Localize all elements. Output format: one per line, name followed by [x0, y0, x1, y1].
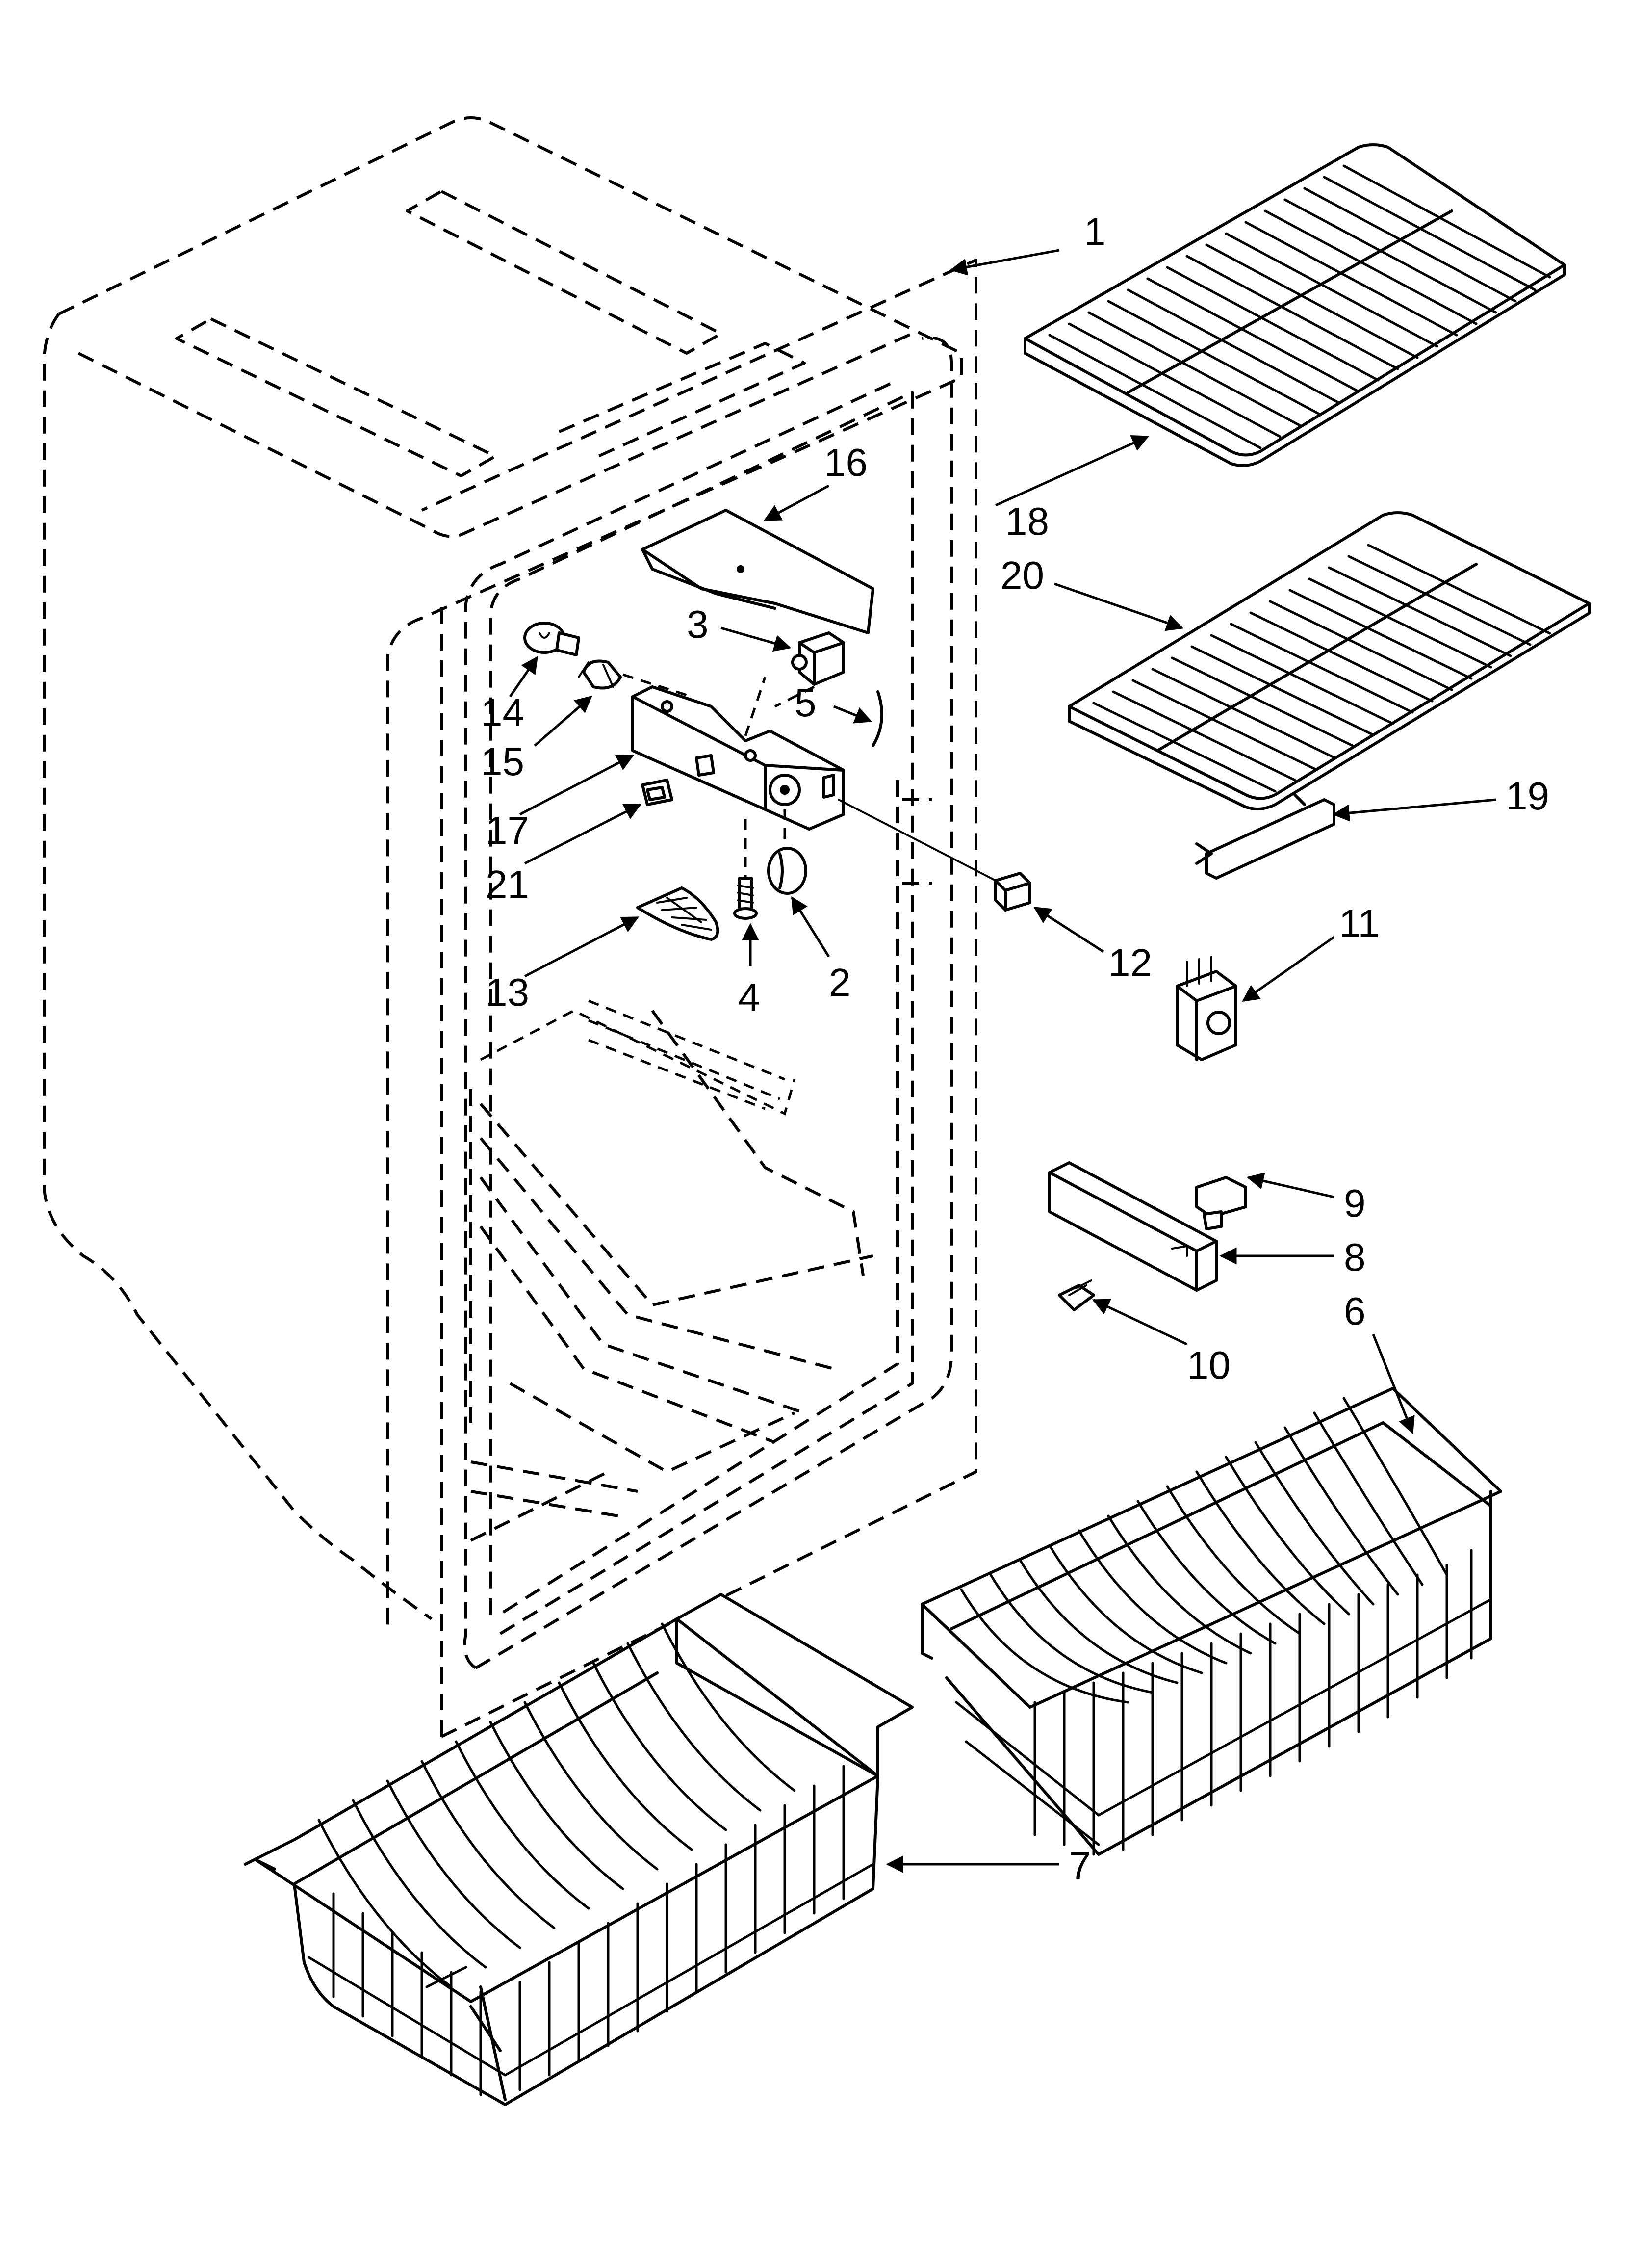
shelf-part-18 [1024, 143, 1566, 467]
switch-part-21 [641, 779, 673, 806]
callout-8: 8 [1344, 1235, 1366, 1279]
lens-cover-part-13 [636, 886, 719, 941]
clip-part-9 [1195, 1176, 1247, 1230]
basket-part-7 [244, 1593, 914, 2106]
callout-17: 17 [486, 808, 529, 852]
screw-part-4 [733, 877, 758, 920]
knob-part-2 [767, 847, 807, 895]
callout-3: 3 [687, 602, 709, 646]
control-housing-part-17 [631, 685, 845, 831]
callout-21: 21 [486, 862, 529, 906]
light-shield-part-16 [641, 509, 874, 634]
callout-11: 11 [1339, 902, 1380, 945]
bulb-part-14 [523, 622, 580, 656]
callout-7: 7 [1069, 1844, 1091, 1887]
callout-1: 1 [1084, 210, 1106, 254]
callout-13: 13 [486, 970, 529, 1014]
callout-20: 20 [1001, 553, 1044, 597]
callout-4: 4 [738, 975, 760, 1019]
cabinet-liner [43, 116, 977, 1738]
callout-12: 12 [1108, 941, 1152, 985]
callout-2: 2 [829, 961, 851, 1004]
channel-part-8 [1048, 1161, 1218, 1292]
leader-lines [509, 249, 1496, 1873]
shelf-part-20 [1068, 511, 1591, 810]
callout-9: 9 [1344, 1181, 1366, 1225]
basket-part-6 [921, 1387, 1502, 1856]
socket-part-15 [578, 659, 622, 690]
callout-labels: 1 16 3 5 14 15 17 21 13 4 2 12 18 20 19 … [481, 210, 1549, 1887]
callout-15: 15 [481, 740, 524, 783]
knob-part-3 [791, 631, 845, 686]
callout-19: 19 [1506, 774, 1549, 818]
switch-part-12 [994, 872, 1031, 912]
callout-6: 6 [1344, 1289, 1366, 1333]
callout-14: 14 [481, 691, 524, 734]
screw-part-10 [1058, 1279, 1095, 1311]
callout-5: 5 [795, 681, 817, 725]
thermostat-part-11 [1176, 956, 1237, 1061]
bracket-part-19 [1195, 793, 1335, 880]
callout-16: 16 [824, 441, 868, 484]
tube-part-5 [872, 690, 883, 747]
callout-18: 18 [1005, 499, 1049, 543]
callout-10: 10 [1187, 1343, 1231, 1387]
